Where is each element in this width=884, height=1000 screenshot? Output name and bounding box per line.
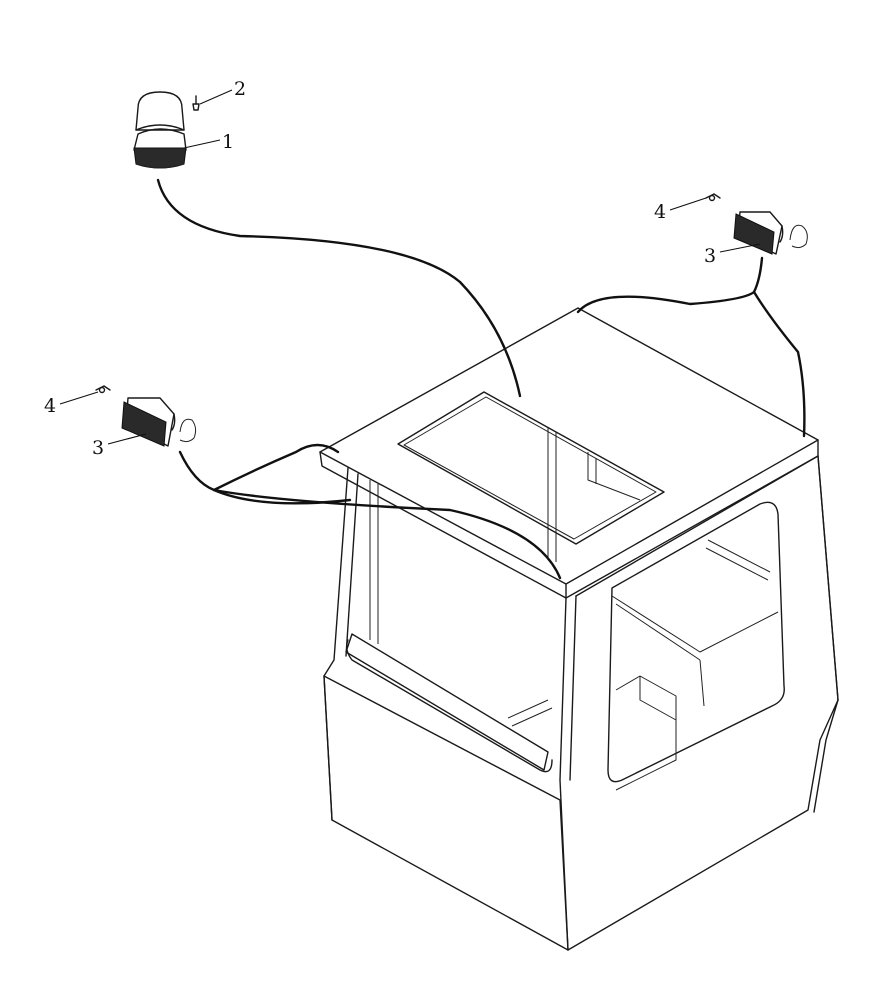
cab-roof bbox=[319, 307, 819, 585]
screw-right bbox=[705, 193, 721, 202]
work-lamp-right bbox=[733, 211, 808, 255]
wiring-harness bbox=[156, 178, 806, 580]
callout-1: 1 bbox=[222, 131, 234, 153]
callout-3-right: 3 bbox=[704, 245, 716, 267]
side-window bbox=[607, 501, 785, 783]
callout-2: 2 bbox=[234, 78, 246, 100]
work-lamp-left bbox=[121, 397, 197, 447]
leader-lines bbox=[59, 89, 761, 445]
screw-left bbox=[95, 385, 111, 394]
beacon-screw bbox=[192, 95, 200, 111]
callout-4-right: 4 bbox=[654, 201, 666, 223]
front-window bbox=[345, 633, 549, 771]
roof-hatch bbox=[397, 391, 665, 545]
beacon-wire bbox=[156, 178, 522, 398]
callout-4-left: 4 bbox=[44, 395, 56, 417]
cab-side-panel bbox=[567, 455, 839, 951]
callout-3-left: 3 bbox=[92, 437, 104, 459]
cab bbox=[319, 307, 839, 951]
left-lamp-wire bbox=[178, 443, 340, 492]
right-lamp-wire bbox=[576, 256, 764, 314]
rotating-beacon bbox=[133, 91, 187, 169]
